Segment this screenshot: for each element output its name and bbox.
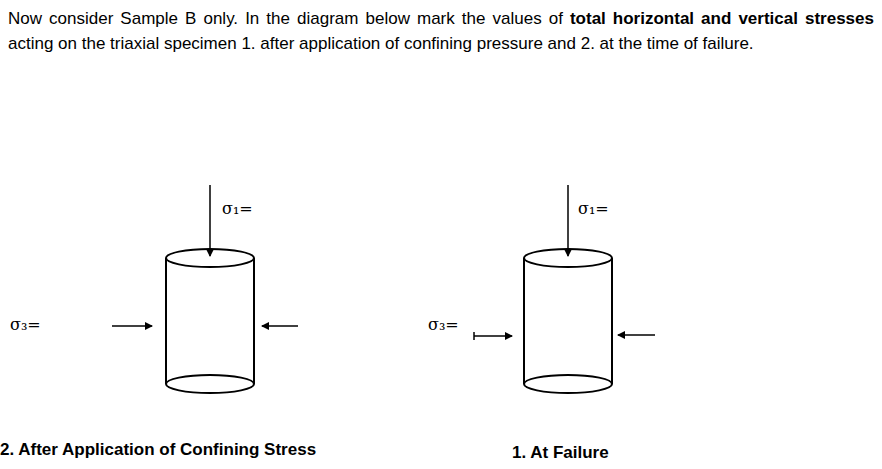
instruction-text: acting on the triaxial specimen 1. after… <box>8 34 754 53</box>
cylinder-specimen <box>524 249 612 393</box>
sigma-label: σ₃= <box>10 315 41 334</box>
figure-caption: 2. After Application of Confining Stress <box>0 440 316 460</box>
instruction-text: total horizontal and vertical stresses <box>570 9 874 28</box>
sigma-label: σ₁= <box>222 199 253 218</box>
stress-arrow <box>112 185 298 326</box>
sigma-label: σ₁= <box>578 199 609 218</box>
instruction-text: Now consider Sample B only. In the diagr… <box>8 6 874 56</box>
cylinder-specimen <box>166 249 254 393</box>
stress-arrow <box>474 185 655 340</box>
instruction-text: Now consider Sample B only. In the diagr… <box>8 9 563 28</box>
figure-caption: 1. At Failure <box>512 443 609 463</box>
sigma-label: σ₃= <box>428 315 459 334</box>
